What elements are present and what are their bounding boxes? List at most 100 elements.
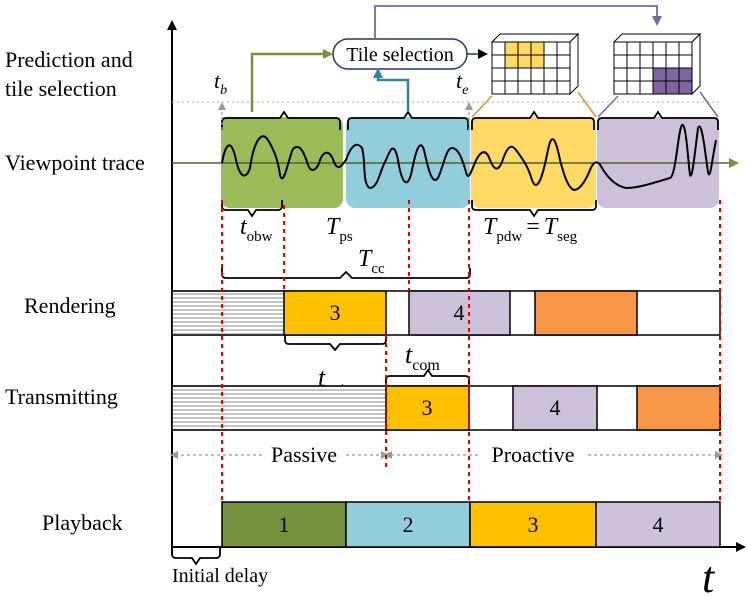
symbol-T-cc: Tcc [358,246,385,277]
brace-top-seg4 [597,110,719,130]
row-label-prediction-2: tile selection [5,76,117,101]
tile-cell [530,41,545,56]
time-axis-label: t [702,553,716,600]
tile-cell [556,80,571,95]
tile-cell [678,41,693,56]
purple-arrow [374,5,662,38]
grid2-connector-right [699,91,719,118]
tile-cell [613,67,628,82]
tile-cell [543,41,558,56]
rendering-hatch [171,290,285,336]
brace-initial-delay [171,548,221,566]
tile-cell [626,67,641,82]
grid-top-face [612,33,702,43]
tile-cell [639,80,654,95]
brace-top-seg1 [221,110,341,130]
tile-cell [504,41,519,56]
grid-top-face [490,33,580,43]
transmitting-label-4: 4 [550,395,561,420]
symbol-t-b: tb [214,68,227,98]
tile-cell [678,67,693,82]
rendering-block-3 [283,290,387,336]
transmitting-block-4 [512,385,598,431]
tile-cell [491,41,506,56]
tile-cell [504,80,519,95]
symbol-T-ps: Tps [326,214,353,245]
transmitting-block-3 [385,385,470,431]
tile-cell [639,41,654,56]
symbol-t-obw: tobw [240,214,273,245]
tile-cell [530,80,545,95]
tile-cell [504,54,519,69]
grid-side-face [569,32,579,96]
tile-cell [517,41,532,56]
brace-Tcc [221,268,471,279]
tile-cell [665,41,680,56]
playback-label-1: 1 [279,512,290,537]
brace-top-seg3 [471,110,595,130]
brace-tcpt [284,334,387,352]
row-label-playback: Playback [42,510,123,535]
tile-cell [678,54,693,69]
grid1-connector-left [471,95,493,118]
tile-cell [626,41,641,56]
tile-cell [639,54,654,69]
playback-block-3 [469,501,597,548]
row-label-prediction-1: Prediction and [5,47,133,72]
tile-cell [639,67,654,82]
row-label-rendering: Rendering [24,293,116,318]
grid1-connector-right [577,91,597,118]
grid2-connector-left [597,95,619,118]
tile-cell [504,67,519,82]
tile-cell [665,54,680,69]
symbol-T-pdw-eq-T-seg: Tpdw=Tseg [483,214,578,245]
tile-cell [626,80,641,95]
proactive-label: Proactive [491,442,574,467]
tile-cell [556,54,571,69]
rendering-block-4 [408,290,511,336]
tile-cell [652,67,667,82]
tile-cell [491,80,506,95]
tile-cell [543,80,558,95]
transmitting-block-5 [636,385,721,431]
tile-cell [517,67,532,82]
tile-cell [613,54,628,69]
tile-cell [613,41,628,56]
tile-cell [665,80,680,95]
viewpoint-trace-curve [221,123,717,192]
initial-delay-label: Initial delay [172,565,268,587]
tile-cell [517,80,532,95]
playback-label-3: 3 [528,512,539,537]
tile-cell [665,67,680,82]
rendering-label-4: 4 [454,300,465,325]
transmitting-hatch [171,385,387,431]
brace-pdw [471,200,597,218]
brace-obw [221,200,283,218]
tile-cell [543,67,558,82]
transmitting-label-3: 3 [422,395,433,420]
tile-cell [556,67,571,82]
tile-cell [678,80,693,95]
symbol-t-com: tcom [405,340,440,374]
tile-grid-1 [490,32,580,96]
tile-cell [613,80,628,95]
playback-block-2 [345,501,471,548]
tile-cell [652,80,667,95]
tile-cell [491,67,506,82]
row-label-transmitting: Transmitting [5,384,118,409]
symbol-t-e: te [456,68,468,98]
tile-cell [626,54,641,69]
row-label-viewpoint: Viewpoint trace [5,150,145,175]
green-arrow [250,49,333,112]
tile-selection-label: Tile selection [346,44,454,66]
playback-label-4: 4 [653,512,664,537]
tile-cell [652,54,667,69]
passive-label: Passive [271,442,337,467]
tile-cell [517,54,532,69]
tile-grid-2 [612,32,702,96]
playback-label-2: 2 [403,512,414,537]
tile-cell [491,54,506,69]
tile-cell [556,41,571,56]
rendering-label-3: 3 [330,300,341,325]
teal-arrow [373,68,410,112]
